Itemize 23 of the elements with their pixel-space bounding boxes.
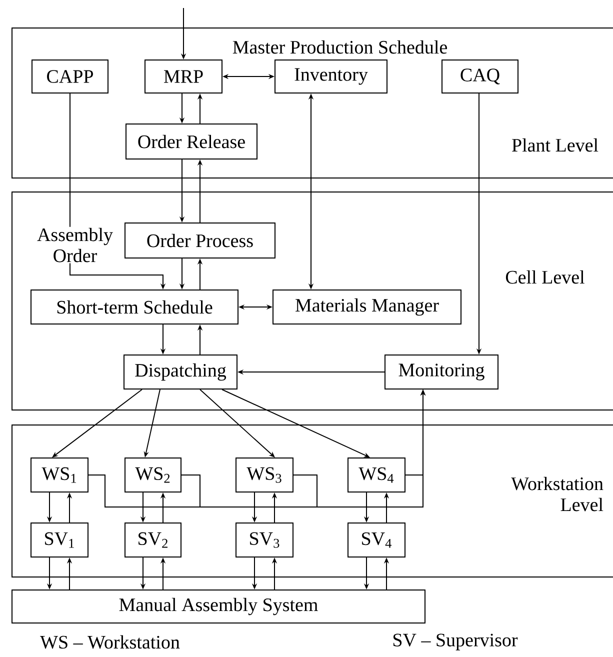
process-box: Monitoring xyxy=(384,354,498,390)
process-box: CAPP xyxy=(32,60,108,94)
process-box: SV$_{1}$ xyxy=(30,522,88,558)
note-text: Master Production Schedule xyxy=(232,40,447,54)
process-box: Order Release xyxy=(126,124,258,160)
process-box: SV$_{2}$ xyxy=(124,522,182,558)
process-box: Short-term Schedule xyxy=(30,290,238,324)
process-box: CAQ xyxy=(442,60,518,94)
process-box: WS$_{4}$ xyxy=(348,458,406,492)
process-box: Manual Assembly System xyxy=(12,590,426,624)
process-box: SV$_{4}$ xyxy=(348,522,406,558)
note-text: SV – Supervisor xyxy=(393,634,518,650)
process-box: Inventory xyxy=(274,60,388,94)
process-box: WS$_{2}$ xyxy=(124,458,182,492)
process-box: SV$_{3}$ xyxy=(236,522,294,558)
process-box: Order Process xyxy=(124,222,276,258)
process-box: MRP xyxy=(144,60,222,94)
edge-label: Assembly Order xyxy=(28,226,122,264)
process-box: Materials Manager xyxy=(272,290,462,324)
process-box: WS$_{1}$ xyxy=(30,458,88,492)
process-box: WS$_{3}$ xyxy=(236,458,294,492)
arrow xyxy=(200,389,275,458)
process-box: Dispatching xyxy=(124,354,238,390)
